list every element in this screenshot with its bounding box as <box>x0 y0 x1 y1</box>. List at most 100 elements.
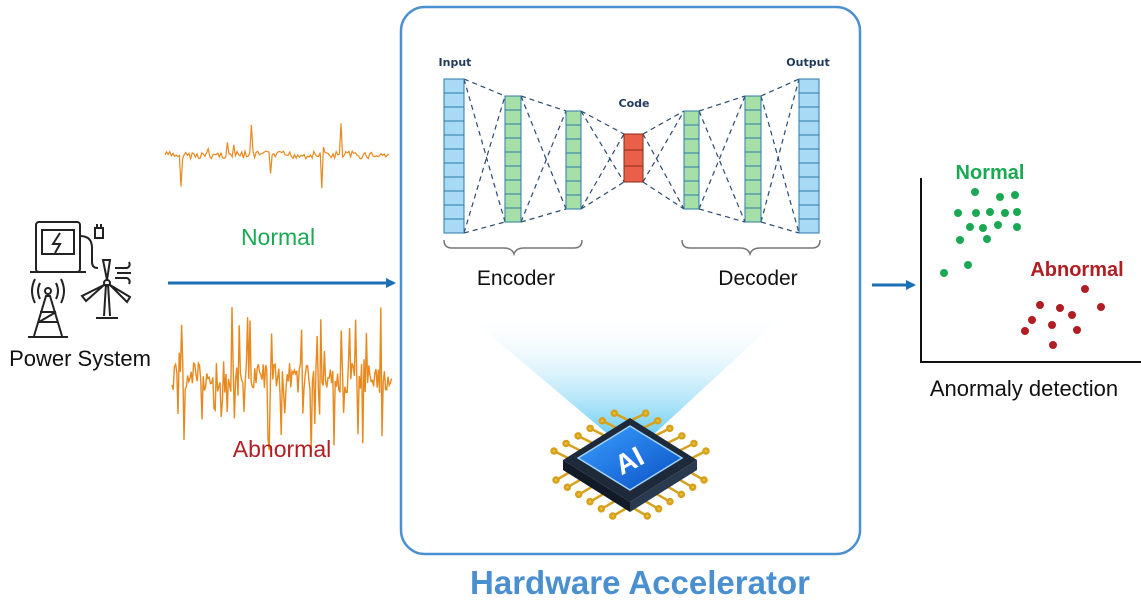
neuron-cell <box>565 124 582 140</box>
decoder-brace <box>681 239 821 257</box>
input-layer-label: Input <box>439 56 472 69</box>
normal-signal-label: Normal <box>241 224 315 250</box>
neuron-cell <box>443 176 465 192</box>
neuron-cell <box>565 166 582 182</box>
chip-pin <box>615 413 629 422</box>
chip-pin-pad <box>678 432 686 440</box>
power-system-icon <box>28 221 132 338</box>
chip-pin <box>632 506 646 517</box>
connection-line <box>580 110 625 135</box>
neuron-cell <box>798 176 820 192</box>
neuron-cell <box>504 165 522 181</box>
neuron-cell <box>443 120 465 136</box>
normal-point <box>972 209 980 217</box>
neuron-cell <box>443 162 465 178</box>
chip-pin <box>655 492 669 502</box>
neuron-cell <box>565 138 582 154</box>
neuron-cell <box>443 78 465 94</box>
normal-cluster <box>940 188 1021 277</box>
connection-line <box>698 95 746 112</box>
abnormal-point <box>1081 285 1089 293</box>
chip-pin-pad <box>550 447 558 455</box>
normal-point <box>971 188 979 196</box>
neuron-cell <box>504 95 522 111</box>
normal-point <box>1011 191 1019 199</box>
chip-pin <box>568 478 582 488</box>
neuron-cell <box>443 134 465 150</box>
chip-pin-pad <box>654 417 662 425</box>
chip-pin-pad <box>677 490 686 499</box>
normal-point <box>1013 208 1021 216</box>
connection-line <box>580 133 625 210</box>
neuron-cell <box>798 218 820 234</box>
connection-line <box>698 208 746 223</box>
neuron-cell <box>504 179 522 195</box>
neuron-cell <box>443 190 465 206</box>
neuron-cell <box>443 92 465 108</box>
abnormal-cluster <box>1021 285 1105 349</box>
abnormal-point <box>1068 311 1076 319</box>
neuron-cell <box>744 151 762 167</box>
detection-caption: Anormaly detection <box>930 376 1118 401</box>
encoder-label: Encoder <box>477 267 555 290</box>
neuron-cell <box>798 120 820 136</box>
chip-pin-pad <box>666 424 674 433</box>
abnormal-signal-waveform <box>171 307 393 453</box>
neuron-cell <box>798 134 820 150</box>
chip-pin <box>666 485 680 495</box>
connection-line <box>463 78 506 97</box>
neuron-cell <box>623 149 644 167</box>
chip-pin <box>567 443 581 452</box>
chip-pin-pad <box>610 409 619 417</box>
output-layer-label: Output <box>786 56 829 69</box>
connection-line <box>463 221 506 234</box>
normal-point <box>940 269 948 277</box>
chip-pin-pad <box>563 483 572 491</box>
chip-pin <box>643 420 657 429</box>
connection-line <box>520 95 567 210</box>
neuron-cell <box>798 78 820 94</box>
chip-pin-pad <box>641 409 650 417</box>
chip-pin-pad <box>666 497 674 506</box>
neuron-cell <box>443 218 465 234</box>
chip-pin <box>631 413 645 422</box>
connection-line <box>642 110 685 183</box>
chip-pin <box>591 492 605 502</box>
chip-pin <box>689 470 703 481</box>
detection-axes <box>920 178 1141 363</box>
neuron-cell <box>683 110 700 126</box>
chip-pin <box>614 506 628 517</box>
neuron-cell <box>798 162 820 178</box>
neuron-cell <box>798 148 820 164</box>
neuron-cell <box>504 193 522 209</box>
transmission-tower-icon <box>28 278 68 338</box>
connection-line <box>698 110 746 223</box>
chip-pin-pad <box>597 505 606 513</box>
normal-point <box>954 209 962 217</box>
connection-line <box>698 95 746 210</box>
neuron-cell <box>443 106 465 122</box>
neuron-cell <box>744 179 762 195</box>
neuron-cell <box>744 207 762 223</box>
neuron-cell <box>504 123 522 139</box>
neuron-cell <box>744 109 762 125</box>
chip-pin-pad <box>654 505 663 513</box>
neuron-cell <box>623 165 644 183</box>
chip-pin-pad <box>574 432 582 440</box>
abnormal-cluster-label: Abnormal <box>1030 259 1123 281</box>
neuron-cell <box>504 137 522 153</box>
connection-line <box>760 78 800 97</box>
connection-line <box>580 110 625 183</box>
abnormal-point <box>1048 321 1056 329</box>
chip-pin <box>591 428 605 437</box>
neuron-cell <box>504 109 522 125</box>
wind-turbine-icon <box>80 259 132 319</box>
neuron-cell <box>798 92 820 108</box>
normal-point <box>1013 223 1021 231</box>
light-beam <box>463 312 786 436</box>
normal-signal-waveform <box>164 123 390 189</box>
autoencoder-connections <box>463 78 800 234</box>
autoencoder-network <box>443 78 820 234</box>
connection-line <box>760 221 800 234</box>
neuron-cell <box>565 180 582 196</box>
